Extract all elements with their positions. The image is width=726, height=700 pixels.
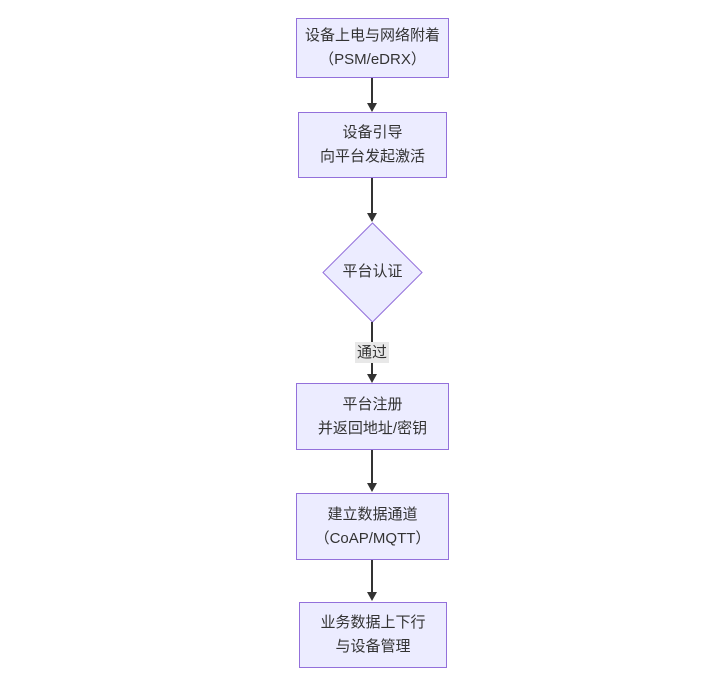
node-line: （PSM/eDRX） — [319, 51, 426, 68]
edge-power-to-bootstrap — [371, 78, 373, 104]
node-line: 平台注册 — [342, 395, 403, 413]
edge-register-to-channel — [371, 450, 373, 484]
arrowhead-icon — [367, 592, 377, 601]
node-line: 设备上电与网络附着 — [304, 27, 440, 44]
edge-bootstrap-to-auth — [371, 178, 373, 214]
node-bootstrap: 设备引导 向平台发起激活 — [298, 112, 447, 178]
node-line: 业务数据上下行 — [320, 614, 426, 631]
arrowhead-icon — [367, 374, 377, 383]
arrowhead-icon — [367, 483, 377, 492]
node-line: 设备引导 — [342, 124, 403, 141]
node-line: 建立数据通道 — [327, 505, 418, 523]
node-power-attach: 设备上电与网络附着 （PSM/eDRX） — [296, 18, 449, 78]
decision-label: 平台认证 — [342, 263, 403, 280]
node-line: （CoAP/MQTT） — [314, 529, 431, 547]
edge-channel-to-business — [371, 560, 373, 593]
node-line: 并返回地址/密钥 — [317, 419, 428, 437]
edge-label-pass: 通过 — [354, 342, 390, 363]
node-line: 与设备管理 — [335, 638, 411, 655]
node-data-channel: 建立数据通道 （CoAP/MQTT） — [296, 493, 449, 560]
arrowhead-icon — [367, 103, 377, 112]
arrowhead-icon — [367, 213, 377, 222]
node-register: 平台注册 并返回地址/密钥 — [296, 383, 449, 450]
node-business: 业务数据上下行 与设备管理 — [299, 602, 447, 668]
node-line: 向平台发起激活 — [319, 148, 425, 165]
